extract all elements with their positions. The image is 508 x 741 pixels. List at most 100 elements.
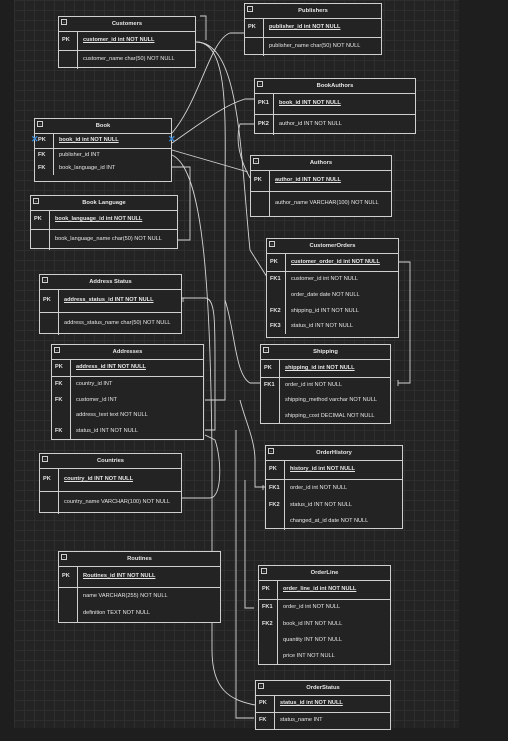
key-marker: PK (254, 177, 262, 184)
field-definition: order_id int NOT NULL (279, 378, 390, 393)
key-marker: FK2 (262, 620, 273, 627)
field-definition: quantity INT NOT NULL (277, 633, 390, 649)
collapse-icon[interactable]: - (33, 198, 39, 204)
entity-title: -Book Language (31, 196, 177, 211)
key-marker: FK (55, 427, 63, 434)
entity-row: shipping_method varchar NOT NULL (261, 393, 390, 409)
field-definition: book_language_id INT (53, 162, 171, 175)
field-definition: customer_id INT (70, 393, 203, 408)
field-definition: author_name VARCHAR(100) NOT NULL (269, 192, 391, 216)
field-definition: publisher_id int NOT NULL (263, 19, 381, 37)
field-definition: country_name VARCHAR(100) NOT NULL (58, 492, 181, 514)
entity-row: country_name VARCHAR(100) NOT NULL (40, 492, 181, 514)
field-definition: country_id INT (70, 377, 203, 393)
collapse-icon[interactable]: - (42, 456, 48, 462)
field-definition: status_name INT (274, 713, 390, 729)
entity-title: -Publishers (245, 4, 381, 19)
key-marker: PK (269, 466, 277, 473)
collapse-icon[interactable]: - (258, 683, 264, 689)
selection-handle-right[interactable]: ✕ (168, 134, 176, 144)
field-definition: name VARCHAR(255) NOT NULL (77, 588, 220, 606)
entity-row: customer_name char(50) NOT NULL (59, 51, 195, 69)
field-definition: status_id INT NOT NULL (285, 319, 398, 334)
key-marker: FK (55, 381, 63, 388)
collapse-icon[interactable]: - (269, 241, 275, 247)
entity-row: publisher_name char(50) NOT NULL (245, 38, 381, 56)
entity-row: price INT NOT NULL (259, 649, 390, 665)
key-marker: FK1 (270, 275, 281, 282)
entity-title: -CustomerOrders (267, 239, 398, 254)
entity-title: -Book (35, 119, 171, 134)
entity-row: FK status_name INT (256, 713, 390, 729)
field-definition: book_id INT NOT NULL (273, 94, 415, 114)
entity-row: address_status_name char(50) NOT NULL (40, 313, 181, 335)
field-definition: book_language_name char(50) NOT NULL (49, 230, 177, 250)
field-definition: book_language_id int NOT NULL (49, 211, 177, 229)
collapse-icon[interactable]: - (268, 448, 274, 454)
field-definition: customer_id int NOT NULL (285, 272, 398, 287)
key-marker: PK (34, 216, 42, 223)
entity-title: -OrderLine (259, 566, 390, 581)
entity-title: -Countries (40, 454, 181, 469)
entity-row: quantity INT NOT NULL (259, 633, 390, 649)
collapse-icon[interactable]: - (247, 6, 253, 12)
entity-row: definition TEXT NOT NULL (59, 606, 220, 622)
collapse-icon[interactable]: - (42, 277, 48, 283)
entity-title: -Authors (251, 156, 391, 171)
key-marker: FK (259, 717, 267, 724)
entity-row: order_date date NOT NULL (267, 287, 398, 304)
selection-handle-left[interactable]: ✕ (31, 134, 39, 144)
entity-row: book_language_name char(50) NOT NULL (31, 230, 177, 250)
collapse-icon[interactable]: - (61, 19, 67, 25)
field-definition: country_id INT NOT NULL (58, 469, 181, 491)
field-definition: customer_id int NOT NULL (77, 32, 195, 50)
key-marker: PK (62, 573, 70, 580)
collapse-icon[interactable]: - (54, 347, 60, 353)
field-definition: address_status_id INT NOT NULL (58, 290, 181, 312)
collapse-icon[interactable]: - (261, 568, 267, 574)
entity-row: shipping_cost DECIMAL NOT NULL (261, 409, 390, 424)
entity-title: -Shipping (261, 345, 390, 360)
collapse-icon[interactable]: - (37, 121, 43, 127)
collapse-icon[interactable]: - (61, 554, 67, 560)
entity-booklanguage[interactable]: -Book Language PK book_language_id int NO… (30, 195, 178, 250)
key-marker: PK (38, 137, 46, 144)
entity-row: FK country_id INT (52, 377, 203, 393)
field-definition: changed_at_id date NOT NULL (284, 514, 402, 530)
collapse-icon[interactable]: - (257, 81, 263, 87)
collapse-icon[interactable]: - (263, 347, 269, 353)
key-marker: PK (259, 700, 267, 707)
field-definition: definition TEXT NOT NULL (77, 606, 220, 622)
key-marker: FK (38, 151, 46, 158)
collapse-icon[interactable]: - (253, 158, 259, 164)
